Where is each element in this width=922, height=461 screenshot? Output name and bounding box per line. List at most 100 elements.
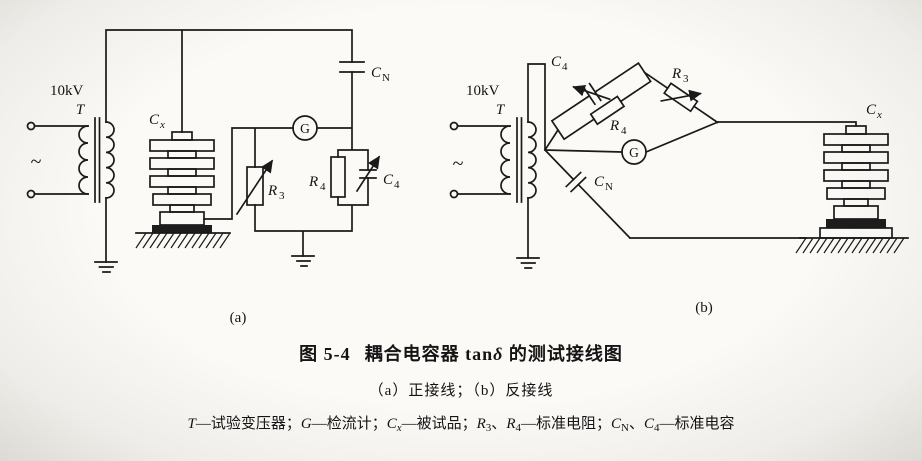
- legend-seg: —标准电阻；: [520, 416, 611, 432]
- source-leads: [456, 125, 511, 195]
- wires-a: [105, 29, 369, 263]
- c4-sub-b: 4: [562, 61, 568, 73]
- variable-arrow-icon: [660, 89, 702, 102]
- secondary-winding-icon: [527, 121, 537, 199]
- legend-seg: N: [621, 422, 629, 434]
- secondary-winding-icon: [105, 121, 115, 199]
- ground-icon: [516, 257, 540, 269]
- circuit-a: ~ 10kV T C N G R 3 R: [26, 29, 400, 326]
- resistor-body-icon: [589, 95, 626, 126]
- figure-number: 图 5-4: [299, 344, 351, 364]
- legend-seg: R: [506, 416, 516, 432]
- galvanometer-icon: [292, 115, 318, 141]
- ground-hatch-a: [135, 232, 231, 249]
- legend-seg: C: [386, 416, 397, 432]
- ground-transformer-b: [516, 257, 540, 269]
- bushing-neck-icon: [167, 186, 197, 195]
- primary-winding-icon: [500, 125, 511, 195]
- legend-seg: —检流计；: [311, 416, 387, 432]
- variable-arrow-icon: [355, 155, 381, 193]
- legend-seg: x: [396, 422, 402, 434]
- legend-seg: 、: [491, 416, 507, 432]
- variable-arrow-icon: [235, 159, 274, 216]
- r3-label-a: R: [267, 183, 277, 199]
- bushing-shed-icon: [823, 169, 889, 182]
- core-icon: [94, 117, 101, 203]
- c4-sub-a: 4: [394, 179, 400, 191]
- hatch-icon: [795, 237, 905, 254]
- galvanometer-b: G: [621, 139, 647, 165]
- primary-winding-icon: [78, 125, 89, 195]
- capacitor-c4-a: C 4: [355, 155, 400, 193]
- ground-hatch-b: [795, 237, 909, 254]
- terminal-icon: [449, 189, 459, 199]
- r4-label-b: R: [609, 118, 619, 134]
- bushing-shed-icon: [152, 193, 212, 206]
- ground-bridge-a: [291, 255, 315, 267]
- voltage-label-a: 10kV: [50, 83, 84, 99]
- figure-subtitle: （a）正接线；（b）反接线: [0, 379, 922, 400]
- bushing-neck-icon: [167, 168, 197, 177]
- figure-legend: T—试验变压器；G—检流计；Cx—被试品；R3、R4—标准电阻；CN、C4—标准…: [0, 412, 922, 434]
- legend-seg: 4: [654, 422, 660, 434]
- bushing-neck-icon: [169, 204, 195, 213]
- ground-icon: [94, 261, 118, 273]
- subfigure-label-b: (b): [695, 300, 713, 316]
- bushing-shed-icon: [823, 151, 889, 164]
- arm-wires: [643, 71, 719, 124]
- transformer-label-b: T: [496, 102, 506, 118]
- capacitor-cn-a: C N: [339, 61, 390, 84]
- voltage-label-b: 10kV: [466, 83, 500, 99]
- galvanometer-label-a: G: [300, 121, 310, 136]
- ground-transformer-a: [94, 261, 118, 273]
- r3-sub-b: 3: [683, 73, 689, 85]
- circuit-diagram: ~ 10kV T C N G R 3 R: [26, 29, 909, 326]
- core-icon: [516, 117, 523, 203]
- ac-source-b: ~: [449, 121, 511, 199]
- transformer-b: 10kV T: [466, 83, 537, 203]
- resistor-r3-b: [643, 71, 719, 124]
- resistor-body-icon: [663, 82, 699, 113]
- bushing-neck-icon: [841, 162, 871, 171]
- circuit-b: ~ 10kV T C 4 R 4 R 3: [449, 54, 909, 316]
- capacitor-cn-b: [543, 148, 631, 239]
- bushing-pedestal-icon: [819, 227, 893, 239]
- galvanometer-label-b: G: [629, 145, 639, 160]
- cn-label-a: C: [371, 65, 382, 81]
- legend-seg: T: [187, 416, 196, 432]
- resistor-r3-a: R 3: [235, 159, 285, 216]
- resistor-body-icon: [330, 156, 346, 198]
- cn-sub-b: N: [605, 181, 613, 193]
- galvanometer-icon: [621, 139, 647, 165]
- c4-label-a: C: [383, 172, 394, 188]
- cx-label-a: C: [149, 112, 160, 128]
- bushing-cap-icon: [845, 125, 867, 135]
- ac-tilde-label: ~: [31, 151, 42, 173]
- legend-seg: —试验变压器；: [195, 416, 301, 432]
- resistor-r4-a: R 4: [308, 156, 346, 198]
- transformer-label-a: T: [76, 102, 86, 118]
- bushing-base-icon: [826, 219, 886, 228]
- r4-sub-a: 4: [320, 181, 326, 193]
- resistor-body-icon: [246, 166, 264, 206]
- cx-sub-a: x: [159, 119, 165, 131]
- bushing-flange-icon: [159, 211, 205, 226]
- legend-seg: 4: [515, 422, 521, 434]
- c4-label-b: C: [551, 54, 562, 70]
- terminal-icon: [26, 121, 36, 131]
- terminal-icon: [449, 121, 459, 131]
- hatch-icon: [135, 232, 231, 249]
- cn-label-b: C: [594, 174, 605, 190]
- source-leads: [33, 125, 89, 195]
- wires-b: [527, 63, 857, 259]
- bushing-neck-icon: [843, 198, 869, 207]
- bushing-cap-icon: [171, 131, 193, 141]
- bushing-cx-a: C x: [149, 112, 215, 233]
- bushing-shed-icon: [823, 133, 889, 146]
- r3-label-b: R: [671, 66, 681, 82]
- parallel-branch-wires: [550, 61, 652, 141]
- figure-title-text: 耦合电容器 tan: [364, 344, 494, 364]
- legend-seg: —标准电容: [659, 416, 735, 432]
- cx-sub-b: x: [876, 109, 882, 121]
- legend-seg: 3: [485, 422, 492, 434]
